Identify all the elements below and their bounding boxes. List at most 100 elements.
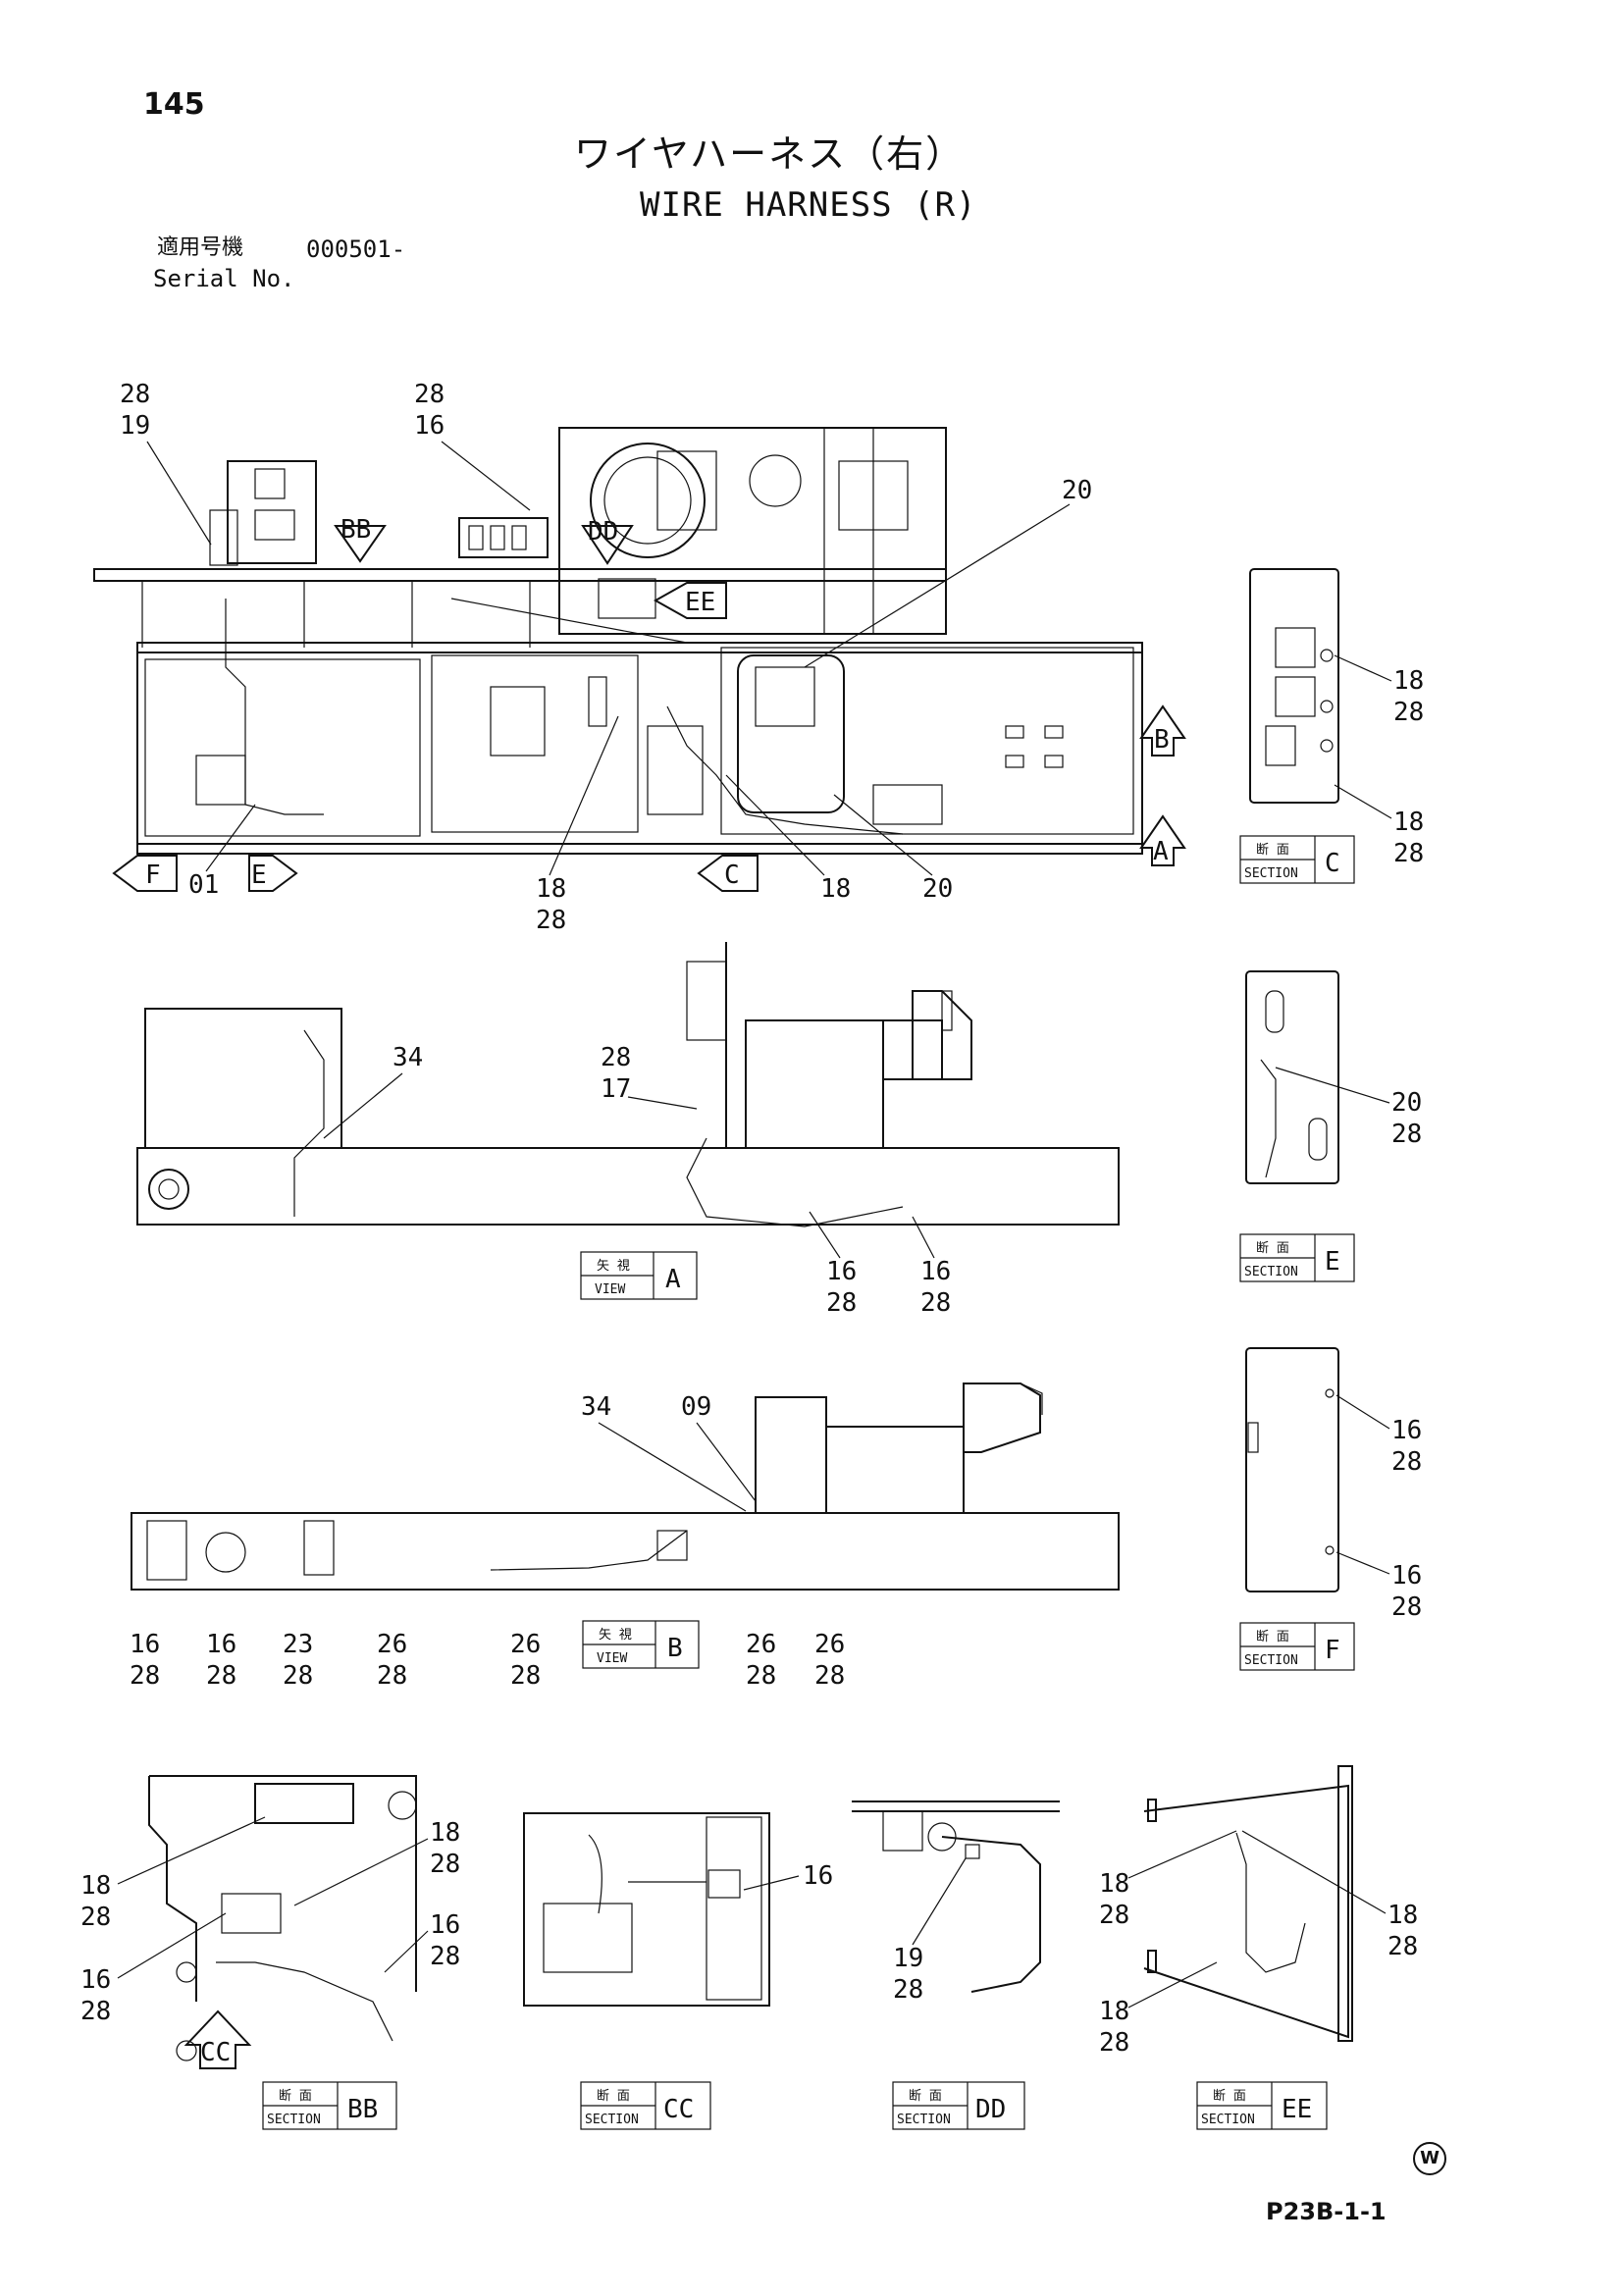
slot xyxy=(1044,755,1064,768)
caption-letter: B xyxy=(667,1634,683,1663)
leader-line xyxy=(205,804,256,872)
detail xyxy=(656,1530,688,1561)
section-c-detail xyxy=(1275,627,1316,668)
section-ee-plate xyxy=(1337,1765,1353,2042)
marker-label-f: F xyxy=(145,861,161,890)
engine-block xyxy=(825,1426,965,1514)
harness-bundle xyxy=(647,725,704,815)
marker-label-cc: CC xyxy=(200,2038,231,2067)
callout-section-ee: 18 xyxy=(1099,1997,1129,2026)
section-ee-caption: 断 面 SECTION EE xyxy=(1196,2081,1328,2130)
leader-line xyxy=(598,1422,747,1512)
solenoid-block xyxy=(221,1893,282,1934)
callout-section-bb: 16 xyxy=(430,1910,460,1940)
callout-section-f: 28 xyxy=(1391,1447,1422,1477)
callout-section-e: 20 xyxy=(1391,1088,1422,1118)
solenoid-valve-block xyxy=(458,517,549,558)
caption-letter: C xyxy=(1325,849,1340,878)
serial-label-japanese: 適用号機 xyxy=(157,235,244,260)
leader-line xyxy=(1127,1830,1237,1879)
section-ee-post xyxy=(1147,1950,1157,1973)
leader-line xyxy=(833,794,933,876)
top-plan-view: BB DD EE B A F xyxy=(93,380,1186,935)
section-bb-caption: 断 面 SECTION BB xyxy=(262,2081,397,2130)
caption-letter: E xyxy=(1325,1247,1340,1277)
marker-arrow-bb xyxy=(334,525,387,563)
callout-top-20: 20 xyxy=(922,874,953,904)
slot xyxy=(1005,755,1024,768)
caption-en: SECTION xyxy=(1244,1265,1298,1279)
callout-section-dd: 28 xyxy=(893,1975,923,2005)
leader-line xyxy=(1335,1394,1390,1430)
callout-view-a-16-28: 28 xyxy=(920,1288,951,1318)
caption-ja: 矢 視 xyxy=(599,1628,632,1643)
caption-en: SECTION xyxy=(897,2113,951,2127)
callout-view-b-26-28: 28 xyxy=(377,1661,407,1691)
main-frame-outline xyxy=(136,642,1143,855)
caption-letter: F xyxy=(1325,1636,1340,1665)
leader-line xyxy=(1335,1551,1390,1575)
section-cc-valve xyxy=(707,1869,741,1899)
callout-section-cc: 16 xyxy=(803,1861,833,1891)
bracket-outline xyxy=(148,1776,197,2002)
operator-seat xyxy=(912,990,972,1080)
leader-line xyxy=(1127,1961,1218,2009)
section-ee-post xyxy=(1147,1799,1157,1822)
serial-number-value: 000501- xyxy=(306,235,406,263)
leader-line xyxy=(696,1422,757,1502)
callout-top-18-28: 28 xyxy=(536,906,566,935)
caption-en: SECTION xyxy=(267,2113,321,2127)
caption-letter: EE xyxy=(1282,2095,1312,2124)
valve-body xyxy=(209,509,238,566)
callout-top-18: 18 xyxy=(820,874,851,904)
caption-ja: 断 面 xyxy=(279,2089,312,2104)
callout-section-dd: 19 xyxy=(893,1944,923,1973)
leader-line xyxy=(146,441,212,546)
callout-section-c: 18 xyxy=(1393,666,1424,696)
leader-line xyxy=(117,1816,266,1885)
marker-e: E xyxy=(248,855,298,892)
section-c-outline xyxy=(1249,568,1339,804)
view-b-caption: 矢 視 VIEW B xyxy=(582,1620,700,1669)
section-f-detail xyxy=(1247,1422,1259,1453)
harness-route xyxy=(216,1961,393,2042)
marker-label-b: B xyxy=(1154,725,1170,755)
view-b-panel: 34 09 16 28 16 28 23 28 26 28 26 28 26 2… xyxy=(130,1383,1120,1691)
section-e-panel: 20 28 断 面 SECTION E xyxy=(1239,970,1422,1282)
marker-a: A xyxy=(1139,814,1186,866)
pump xyxy=(205,1532,246,1573)
slot xyxy=(1005,725,1024,739)
compartment-plate xyxy=(490,686,546,757)
section-c-panel: 18 28 18 28 断 面 SECTION C xyxy=(1239,568,1424,884)
detail xyxy=(303,1520,335,1576)
caption-en: SECTION xyxy=(1244,1653,1298,1668)
solenoid xyxy=(511,525,527,550)
control-valve xyxy=(227,460,317,564)
callout-top-28-16: 28 xyxy=(414,380,445,409)
section-cc-box xyxy=(543,1903,633,1973)
harness-route xyxy=(1235,1832,1306,1973)
section-c-detail xyxy=(1275,676,1316,717)
bolt xyxy=(176,2040,197,2061)
section-e-caption: 断 面 SECTION E xyxy=(1239,1233,1355,1282)
callout-view-b-16-28: 28 xyxy=(206,1661,236,1691)
leader-line xyxy=(912,1857,967,1946)
harness-route xyxy=(686,1137,904,1227)
solenoid xyxy=(468,525,484,550)
callout-view-b-26-28: 26 xyxy=(377,1630,407,1659)
leader-line xyxy=(1275,1067,1390,1104)
callout-section-f: 16 xyxy=(1391,1561,1422,1591)
harness-route xyxy=(666,705,904,835)
section-f-outline xyxy=(1245,1347,1339,1592)
leader-line xyxy=(743,1875,800,1891)
caption-letter: CC xyxy=(663,2095,694,2124)
section-cc-outline xyxy=(523,1812,770,2007)
callout-view-a-28-17: 17 xyxy=(601,1074,631,1104)
callout-section-ee: 18 xyxy=(1387,1901,1418,1930)
caption-en: SECTION xyxy=(585,2113,639,2127)
callout-section-ee: 18 xyxy=(1099,1869,1129,1899)
callout-view-a-16-28: 16 xyxy=(826,1257,857,1286)
callout-view-a-16-28: 28 xyxy=(826,1288,857,1318)
callout-top-28-19: 28 xyxy=(120,380,150,409)
tank-detail xyxy=(755,666,815,727)
